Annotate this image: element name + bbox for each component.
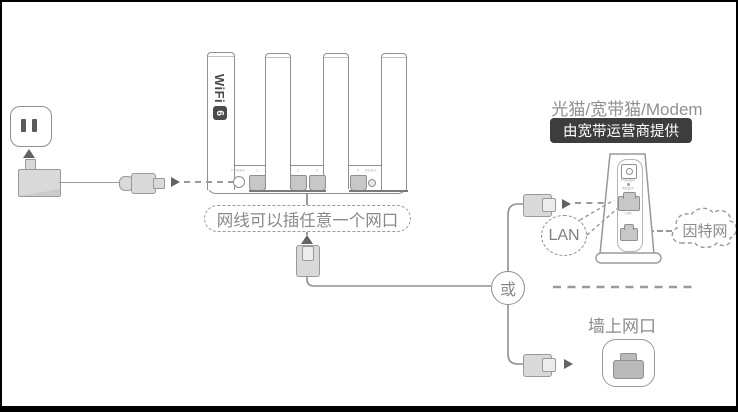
router-antenna-1	[207, 52, 235, 190]
router-port3-label: 3	[315, 168, 318, 173]
router-reset-label: RESET	[364, 168, 377, 173]
modem-base	[595, 252, 662, 264]
port-underline	[349, 190, 408, 192]
router-antenna-2	[265, 53, 291, 189]
modem-title: 光猫/宽带猫/Modem	[551, 100, 703, 119]
router-callout-text: 网线可以插任意一个网口	[216, 211, 399, 230]
router-lan-port-2	[290, 175, 307, 191]
cable-router-to-or	[306, 273, 491, 287]
wifi6-logo-text: WiFi	[212, 73, 228, 104]
router-power-port	[233, 176, 245, 188]
router-antenna-3	[323, 53, 349, 189]
router-callout-box: 网线可以插任意一个网口	[204, 205, 411, 232]
wall-port-title: 墙上网口	[588, 317, 656, 336]
arrow-right-icon	[564, 359, 573, 369]
wifi6-badge: 6	[213, 106, 227, 121]
arrow-right-icon	[562, 199, 571, 209]
modem-reset-dot	[627, 183, 630, 186]
router-port1-label: 1	[255, 168, 258, 173]
or-circle: 或	[491, 271, 525, 305]
router-power-label: POWER	[231, 168, 245, 173]
router-lan-port-4	[350, 175, 367, 191]
outlet-slot	[32, 119, 37, 132]
lan-leader-line-1	[579, 199, 615, 221]
wall-port-icon	[602, 339, 655, 387]
power-cable	[59, 182, 121, 183]
lan-leader-line-2	[586, 207, 619, 236]
power-dashed-line	[184, 181, 234, 183]
wifi6-logo: WiFi 6	[207, 62, 233, 132]
cable-or-to-modem	[507, 203, 523, 272]
router-lan-port-1	[249, 175, 266, 191]
or-label: 或	[499, 282, 516, 299]
router-reset-dot	[368, 179, 376, 187]
modem-lan-port-label: LAN	[624, 211, 632, 216]
internet-dashed-line	[639, 230, 672, 232]
callout-dashed-line-bottom	[306, 231, 308, 235]
wall-outlet-icon	[10, 106, 52, 147]
modem-provider-badge-text: 由宽带运营商提供	[563, 124, 679, 140]
modem-power-button	[621, 164, 637, 179]
outlet-slot	[21, 119, 26, 132]
router-lan-port-3	[309, 175, 326, 191]
modem-power-label: POWER	[621, 178, 635, 183]
arrow-up-icon	[23, 149, 35, 158]
modem-reset-label: RESET	[621, 186, 634, 191]
port-underline	[249, 190, 326, 192]
lan-callout-text: LAN	[548, 226, 580, 244]
router-port4-label: 4	[356, 168, 359, 173]
cable-or-to-wall	[507, 304, 523, 365]
internet-label: 因特网	[682, 222, 728, 240]
arrow-right-icon	[171, 177, 180, 187]
modem-dashed-line	[575, 202, 615, 204]
lan-callout-circle: LAN	[541, 215, 587, 256]
router-antenna-4	[381, 53, 407, 190]
modem-provider-badge: 由宽带运营商提供	[550, 118, 692, 143]
arrow-up-icon	[301, 235, 313, 244]
router-port2-label: 2	[296, 168, 299, 173]
internet-cloud-icon	[671, 207, 736, 249]
callout-dashed-line-top	[306, 193, 308, 205]
